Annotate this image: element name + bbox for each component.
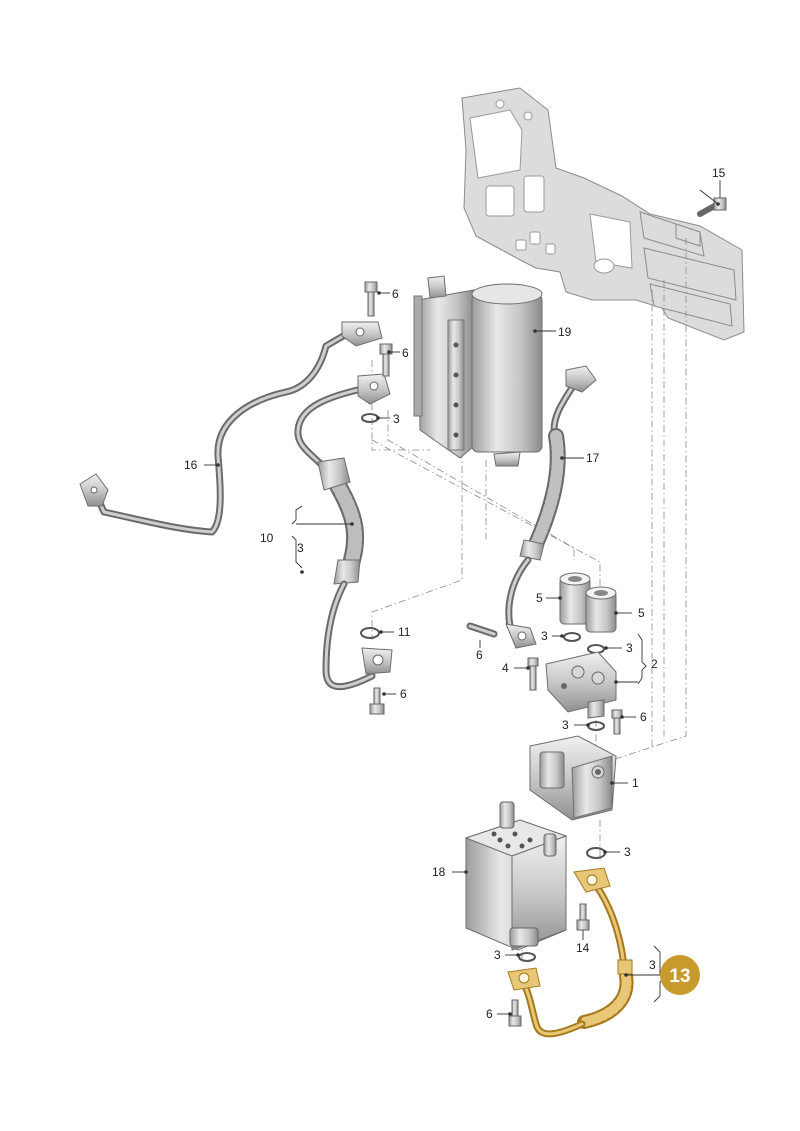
bolt-6-second [379, 343, 393, 377]
label-3: 3 [562, 718, 569, 732]
bolt-4 [527, 657, 539, 691]
label-17: 17 [586, 451, 600, 465]
coolant-pipe-13-highlighted[interactable] [507, 867, 634, 1038]
label-4: 4 [502, 661, 509, 675]
label-3: 3 [624, 845, 631, 859]
label-3: 3 [393, 412, 400, 426]
assembly-lines [371, 238, 687, 960]
label-1: 1 [632, 776, 639, 790]
label-15: 15 [712, 166, 726, 180]
flange-2[interactable] [545, 651, 617, 719]
part-labels: 6 6 3 19 16 17 15 10 3 11 6 5 5 3 3 6 4 … [184, 166, 726, 1021]
badge-label: 13 [669, 966, 690, 987]
bolt-6-block [611, 709, 623, 735]
label-10: 10 [260, 531, 274, 545]
mounting-bracket [461, 87, 745, 341]
label-16: 16 [184, 458, 198, 472]
coolant-hose-10[interactable] [294, 373, 393, 691]
coolant-hose-17[interactable] [505, 365, 597, 649]
union-5[interactable] [559, 572, 617, 633]
label-3: 3 [626, 641, 633, 655]
label-6: 6 [402, 346, 409, 360]
label-14: 14 [576, 941, 590, 955]
leader-lines [204, 180, 721, 1016]
label-6: 6 [640, 710, 647, 724]
label-18: 18 [432, 865, 446, 879]
label-5: 5 [536, 591, 543, 605]
label-3: 3 [649, 958, 656, 972]
bolt-6-top [364, 281, 378, 317]
label-11: 11 [398, 625, 411, 639]
valve-block-1[interactable] [529, 735, 617, 821]
label-6: 6 [392, 287, 399, 301]
label-3: 3 [297, 541, 304, 555]
heat-exchanger-19[interactable] [413, 275, 543, 467]
label-19: 19 [558, 325, 572, 339]
bolt-6-connector [466, 622, 498, 638]
label-6: 6 [476, 648, 483, 662]
label-6: 6 [486, 1007, 493, 1021]
highlight-badge-13[interactable]: 13 [660, 955, 700, 995]
label-6: 6 [400, 687, 407, 701]
label-3: 3 [494, 948, 501, 962]
heat-exchanger-18[interactable] [464, 801, 568, 951]
coolant-pipe-16[interactable] [79, 321, 383, 536]
bolt-14 [576, 903, 590, 931]
bolt-6-bottom [508, 999, 522, 1027]
label-5: 5 [638, 606, 645, 620]
label-3: 3 [541, 629, 548, 643]
bolt-6-lower-left [369, 687, 385, 715]
label-2: 2 [651, 657, 658, 671]
